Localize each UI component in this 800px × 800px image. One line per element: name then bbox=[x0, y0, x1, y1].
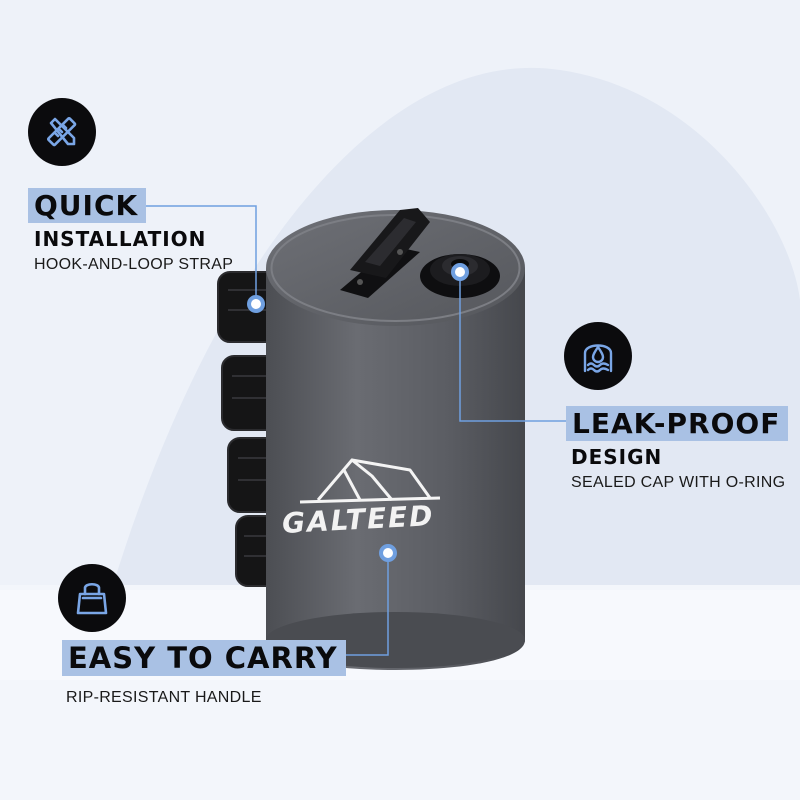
brand-logo bbox=[299, 458, 441, 504]
quick-title: QUICK bbox=[28, 188, 147, 223]
tools-icon bbox=[28, 98, 96, 166]
installation-subtitle: INSTALLATION bbox=[34, 227, 207, 251]
leak-description: SEALED CAP WITH O-RING bbox=[571, 474, 786, 491]
leak-proof-title: LEAK-PROOF bbox=[566, 406, 789, 441]
bag-icon bbox=[58, 564, 126, 632]
water-drop-icon bbox=[564, 322, 632, 390]
quick-description: HOOK-AND-LOOP STRAP bbox=[34, 256, 234, 273]
design-subtitle: DESIGN bbox=[571, 445, 663, 469]
carry-description: RIP-RESISTANT HANDLE bbox=[66, 689, 262, 706]
easy-to-carry-title: EASY TO CARRY bbox=[62, 640, 346, 676]
rip-resistant-handle bbox=[340, 208, 430, 298]
sealed-cap bbox=[420, 254, 500, 298]
